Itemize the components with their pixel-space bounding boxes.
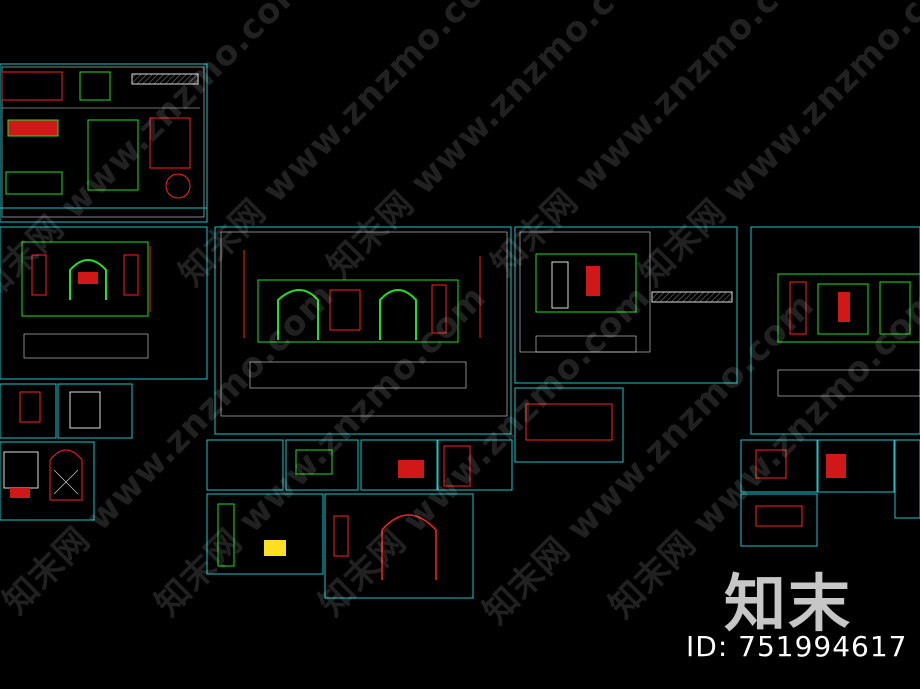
sheet-center-right [514,226,738,463]
sheet-center-details [206,439,513,599]
sheet-top-left [0,63,208,223]
sheet-right-elevation [750,226,920,435]
sheet-center-elevation [214,226,512,435]
brand-logo-text: 知末 [724,567,853,640]
sheet-left-elevation [0,226,208,380]
image-id-label: ID: 751994617 [686,630,908,663]
sheet-left-details [0,383,133,521]
sheet-right-details [740,439,920,547]
